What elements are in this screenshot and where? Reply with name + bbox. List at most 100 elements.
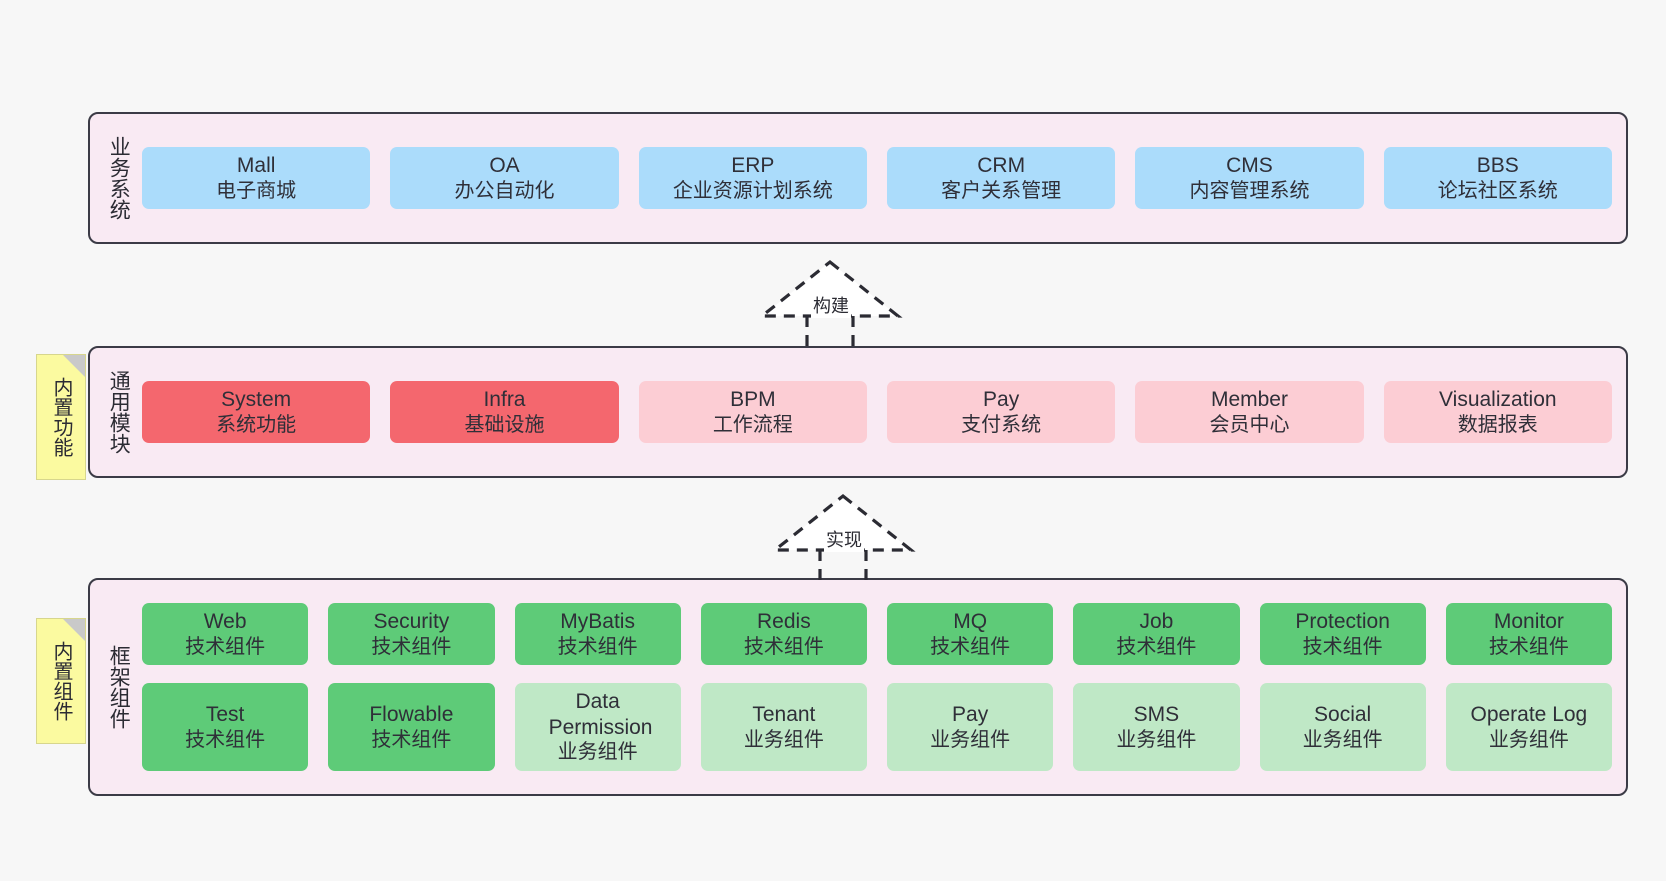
card-crm[interactable]: CRM 客户关系管理 [886, 147, 1116, 209]
card-system-subtitle: 系统功能 [216, 413, 297, 436]
card-test[interactable]: Test 技术组件 [142, 683, 309, 771]
card-pay-component[interactable]: Pay 业务组件 [887, 683, 1054, 771]
card-mall[interactable]: Mall 电子商城 [142, 147, 371, 209]
card-operate-log-title: Operate Log [1470, 702, 1588, 726]
card-monitor[interactable]: Monitor 技术组件 [1445, 603, 1612, 666]
card-crm-subtitle: 客户关系管理 [941, 179, 1062, 202]
card-data-permission-title: Data Permission [548, 690, 653, 739]
card-cms[interactable]: CMS 内容管理系统 [1135, 147, 1364, 209]
card-infra[interactable]: Infra 基础设施 [390, 381, 619, 443]
card-system[interactable]: System 系统功能 [142, 381, 371, 443]
card-web-subtitle: 技术组件 [185, 635, 266, 658]
card-crm-title: CRM [977, 154, 1026, 177]
note-fold-icon [63, 355, 85, 377]
common-modules-row: System 系统功能 Infra 基础设施 BPM 工作流程 Pay 支付系统… [142, 381, 1612, 443]
layer-common-modules-body: System 系统功能 Infra 基础设施 BPM 工作流程 Pay 支付系统… [140, 348, 1626, 476]
card-infra-title: Infra [483, 388, 526, 411]
connector-implement-label: 实现 [824, 526, 864, 552]
card-member[interactable]: Member 会员中心 [1135, 381, 1364, 443]
note-builtin-features: 内置功能 [36, 354, 86, 480]
card-oa[interactable]: OA 办公自动化 [390, 147, 619, 209]
card-protection[interactable]: Protection 技术组件 [1259, 603, 1426, 666]
card-job[interactable]: Job 技术组件 [1073, 603, 1240, 666]
card-oa-title: OA [489, 154, 520, 177]
card-monitor-title: Monitor [1493, 610, 1564, 634]
card-sms[interactable]: SMS 业务组件 [1073, 683, 1240, 771]
card-mq-title: MQ [953, 610, 988, 634]
layer-common-modules: 通用模块 System 系统功能 Infra 基础设施 BPM 工作流程 Pay… [88, 346, 1628, 478]
business-systems-row: Mall 电子商城 OA 办公自动化 ERP 企业资源计划系统 CRM 客户关系… [142, 147, 1612, 209]
card-erp[interactable]: ERP 企业资源计划系统 [638, 147, 867, 209]
card-sms-title: SMS [1133, 702, 1180, 726]
card-pay-component-title: Pay [952, 702, 989, 726]
card-cms-title: CMS [1226, 154, 1273, 177]
card-mybatis-title: MyBatis [560, 610, 635, 634]
card-pay-module[interactable]: Pay 支付系统 [886, 381, 1116, 443]
card-mq[interactable]: MQ 技术组件 [887, 603, 1054, 666]
note-builtin-components: 内置组件 [36, 618, 86, 744]
card-flowable[interactable]: Flowable 技术组件 [328, 683, 495, 771]
card-bbs-subtitle: 论坛社区系统 [1437, 179, 1558, 202]
card-pay-module-subtitle: 支付系统 [961, 413, 1042, 436]
card-mybatis[interactable]: MyBatis 技术组件 [514, 603, 681, 666]
framework-row-business: Test 技术组件 Flowable 技术组件 Data Permission … [142, 683, 1612, 771]
card-security-subtitle: 技术组件 [371, 635, 452, 658]
card-operate-log-subtitle: 业务组件 [1488, 728, 1569, 751]
card-tenant[interactable]: Tenant 业务组件 [700, 683, 867, 771]
card-mq-subtitle: 技术组件 [930, 635, 1011, 658]
card-bbs[interactable]: BBS 论坛社区系统 [1383, 147, 1612, 209]
card-web[interactable]: Web 技术组件 [142, 603, 309, 666]
card-social-title: Social [1314, 702, 1372, 726]
layer-framework-components-label: 框架组件 [107, 645, 131, 729]
layer-business-systems-body: Mall 电子商城 OA 办公自动化 ERP 企业资源计划系统 CRM 客户关系… [140, 114, 1626, 242]
card-visualization-subtitle: 数据报表 [1457, 413, 1538, 436]
card-redis-subtitle: 技术组件 [743, 635, 824, 658]
card-social-subtitle: 业务组件 [1302, 728, 1383, 751]
card-erp-title: ERP [731, 154, 775, 177]
connector-build-label: 构建 [811, 292, 851, 318]
card-system-title: System [221, 388, 292, 411]
card-visualization-title: Visualization [1439, 388, 1557, 411]
card-protection-subtitle: 技术组件 [1302, 635, 1383, 658]
card-pay-component-subtitle: 业务组件 [930, 728, 1011, 751]
layer-framework-components-body: Web 技术组件 Security 技术组件 MyBatis 技术组件 Redi… [140, 580, 1626, 794]
layer-business-systems: 业务系统 Mall 电子商城 OA 办公自动化 ERP 企业资源计划系统 CRM… [88, 112, 1628, 244]
layer-common-modules-label: 通用模块 [107, 370, 131, 454]
card-job-subtitle: 技术组件 [1116, 635, 1197, 658]
card-bbs-title: BBS [1476, 154, 1519, 177]
card-redis[interactable]: Redis 技术组件 [700, 603, 867, 666]
card-job-title: Job [1139, 610, 1174, 634]
layer-framework-components: 框架组件 Web 技术组件 Security 技术组件 MyBatis 技术组件… [88, 578, 1628, 796]
card-member-title: Member [1210, 388, 1288, 411]
card-operate-log[interactable]: Operate Log 业务组件 [1445, 683, 1612, 771]
connector-implement: 实现 [768, 492, 918, 582]
card-cms-subtitle: 内容管理系统 [1189, 179, 1310, 202]
card-test-title: Test [205, 702, 245, 726]
card-flowable-title: Flowable [369, 702, 454, 726]
card-web-title: Web [203, 610, 247, 634]
card-redis-title: Redis [757, 610, 811, 634]
card-security[interactable]: Security 技术组件 [328, 603, 495, 666]
card-visualization[interactable]: Visualization 数据报表 [1383, 381, 1612, 443]
card-tenant-subtitle: 业务组件 [743, 728, 824, 751]
card-bpm-subtitle: 工作流程 [712, 413, 793, 436]
card-protection-title: Protection [1295, 610, 1390, 634]
card-data-permission[interactable]: Data Permission 业务组件 [514, 683, 681, 771]
connector-build: 构建 [755, 258, 905, 348]
card-mall-title: Mall [236, 154, 276, 177]
note-builtin-components-label: 内置组件 [50, 641, 72, 721]
card-mybatis-subtitle: 技术组件 [557, 635, 638, 658]
card-monitor-subtitle: 技术组件 [1488, 635, 1569, 658]
layer-business-systems-label: 业务系统 [107, 136, 131, 220]
card-bpm-title: BPM [730, 388, 776, 411]
card-tenant-title: Tenant [752, 702, 816, 726]
card-data-permission-subtitle: 业务组件 [557, 741, 638, 764]
card-sms-subtitle: 业务组件 [1116, 728, 1197, 751]
card-pay-module-title: Pay [983, 388, 1020, 411]
card-social[interactable]: Social 业务组件 [1259, 683, 1426, 771]
card-bpm[interactable]: BPM 工作流程 [638, 381, 867, 443]
card-erp-subtitle: 企业资源计划系统 [672, 179, 833, 202]
note-fold-icon [63, 619, 85, 641]
framework-row-tech: Web 技术组件 Security 技术组件 MyBatis 技术组件 Redi… [142, 603, 1612, 666]
card-security-title: Security [373, 610, 450, 634]
